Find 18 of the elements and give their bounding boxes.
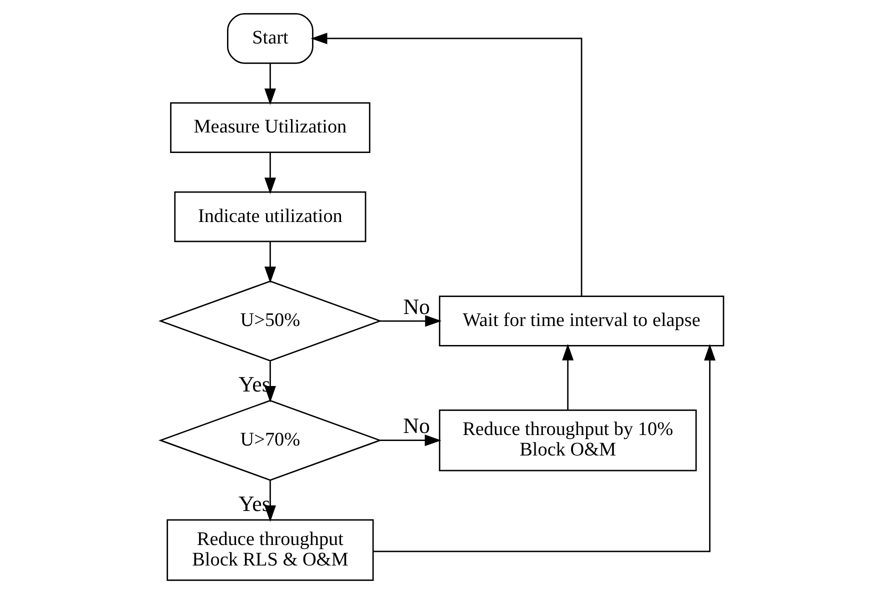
arrow (379, 315, 442, 327)
node-box: Reduce throughput by 10% Block O&M (438, 409, 696, 472)
arrow (310, 32, 582, 296)
node-diamond: U>70% (158, 400, 382, 481)
node-box: Measure Utilization (170, 102, 370, 153)
node-box: Reduce throughput Block RLS & O&M (166, 519, 374, 581)
arrow (380, 434, 441, 446)
node-diamond: U>50% (158, 280, 382, 362)
edge-label: No (402, 413, 430, 438)
arrow (264, 152, 276, 194)
arrow (264, 241, 276, 284)
node-box: Wait for time interval to elapse (438, 296, 724, 346)
arrow (372, 344, 716, 552)
node-box: Indicate utilization (174, 191, 366, 242)
arrow (562, 344, 574, 410)
edge-label: No (402, 294, 430, 319)
arrow (264, 63, 276, 105)
node-box: Start (226, 13, 313, 64)
